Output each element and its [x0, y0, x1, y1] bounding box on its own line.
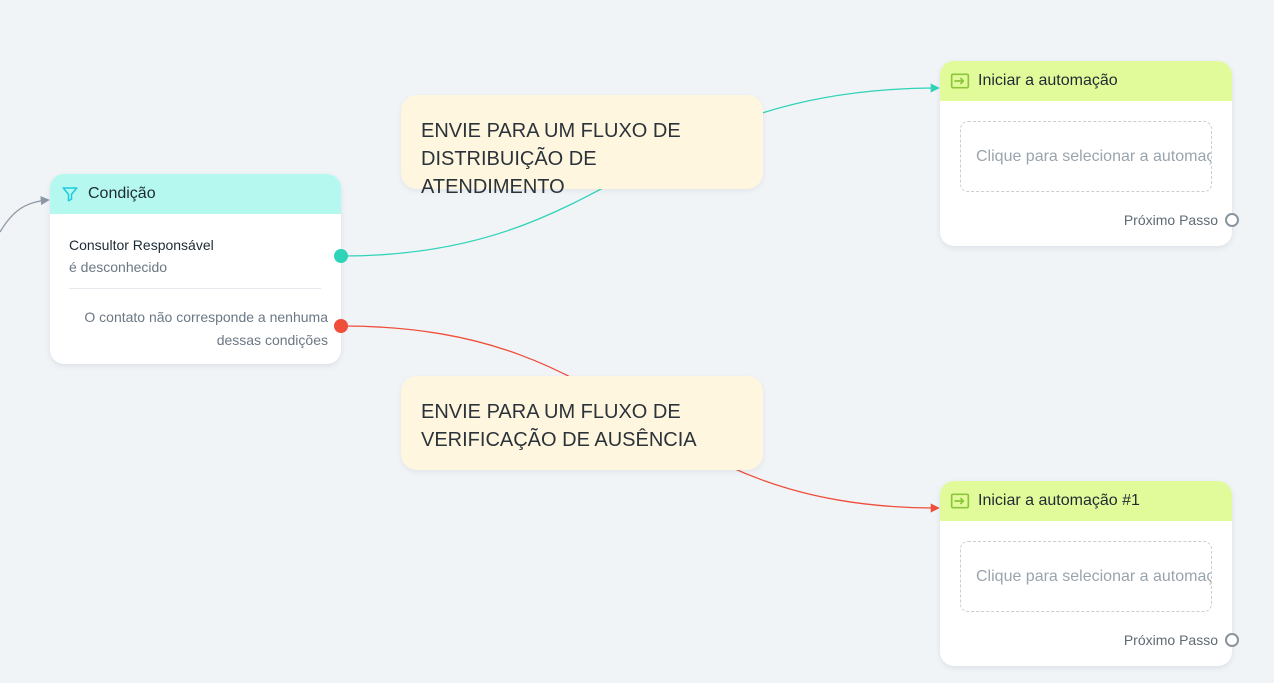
next-step-label: Próximo Passo	[1123, 212, 1218, 228]
else-output-handle[interactable]	[334, 319, 348, 333]
condition-rule-operator: é desconhecido	[69, 259, 168, 275]
sticky-note-absence[interactable]: ENVIE PARA UM FLUXO DE VERIFICAÇÃO DE AU…	[401, 376, 763, 470]
condition-else-label: O contato não corresponde a nenhuma dess…	[84, 309, 328, 348]
next-step-label: Próximo Passo	[1123, 632, 1218, 648]
automation-select-placeholder: Clique para selecionar a automação	[976, 567, 1212, 585]
condition-node-header[interactable]: Condição	[50, 174, 341, 214]
automation-node-title: Iniciar a automação #1	[978, 492, 1140, 509]
automation-node-title: Iniciar a automação	[978, 72, 1118, 89]
condition-node[interactable]: Condição Consultor Responsável é desconh…	[50, 174, 348, 364]
match-output-handle[interactable]	[334, 249, 348, 263]
automation-node[interactable]: Iniciar a automação Clique para selecion…	[940, 61, 1239, 246]
sticky-note-text: ENVIE PARA UM FLUXO DE VERIFICAÇÃO DE AU…	[421, 401, 697, 451]
sticky-note-distribution[interactable]: ENVIE PARA UM FLUXO DE DISTRIBUIÇÃO DE A…	[401, 95, 763, 198]
condition-divider	[69, 288, 321, 289]
automation-node-1[interactable]: Iniciar a automação #1 Clique para selec…	[940, 481, 1239, 666]
enter-icon	[950, 491, 970, 511]
automation-node-header[interactable]: Iniciar a automação	[940, 61, 1232, 101]
incoming-edge	[0, 196, 50, 233]
automation-node-header[interactable]: Iniciar a automação #1	[940, 481, 1232, 521]
condition-rule-field: Consultor Responsável	[69, 237, 214, 253]
automation-select[interactable]: Clique para selecionar a automação	[960, 541, 1212, 612]
automation-select[interactable]: Clique para selecionar a automação	[960, 121, 1212, 192]
next-step-handle[interactable]	[1225, 633, 1239, 647]
filter-icon	[60, 184, 80, 204]
enter-icon	[950, 71, 970, 91]
automation-select-placeholder: Clique para selecionar a automação	[976, 147, 1212, 165]
condition-node-title: Condição	[88, 185, 156, 202]
condition-rule[interactable]: Consultor Responsável é desconhecido	[69, 237, 321, 275]
next-step-handle[interactable]	[1225, 213, 1239, 227]
sticky-note-text: ENVIE PARA UM FLUXO DE DISTRIBUIÇÃO DE A…	[421, 120, 681, 198]
